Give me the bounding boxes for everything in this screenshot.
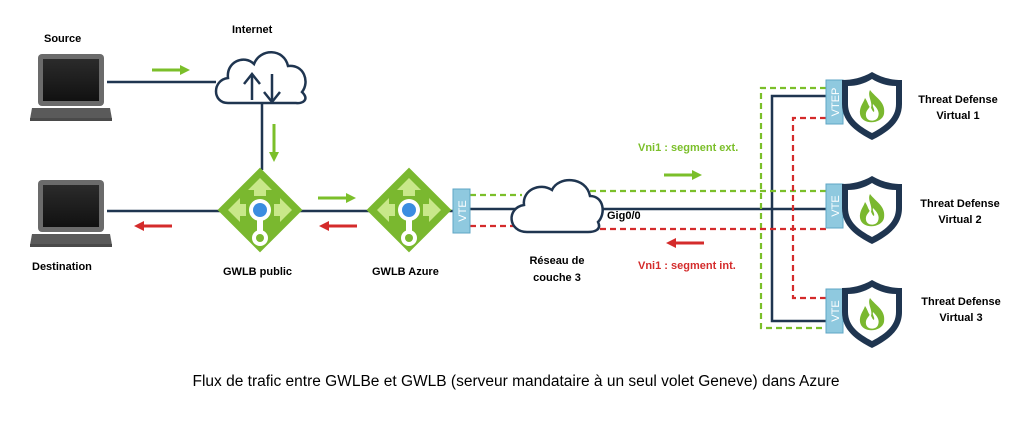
internet-label: Internet <box>232 24 273 36</box>
vtep-1-label: VTEP <box>830 88 842 117</box>
arrow-red-azure-to-public <box>317 219 359 233</box>
arrow-green-internet-down <box>267 122 281 164</box>
td1-label-line1: Threat Defense <box>918 94 997 106</box>
vtep-box-1: VTEP <box>825 79 844 125</box>
td2-label-line1: Threat Defense <box>920 198 999 210</box>
reseau-label-line2: couche 3 <box>533 272 581 284</box>
threat-defense-1-shield-icon <box>842 72 902 140</box>
gwlb-public-load-balancer-icon <box>217 167 303 253</box>
source-label: Source <box>44 33 81 45</box>
ext-segment-path <box>470 86 826 330</box>
arrow-red-from-tdv <box>664 236 706 250</box>
gig-label: Gig0/0 <box>607 210 641 222</box>
td1-label-line2: Virtual 1 <box>936 110 979 122</box>
reseau-label-line1: Réseau de <box>529 255 584 267</box>
vte-box-3: VTE <box>825 288 844 334</box>
cloud-upload-download-icon <box>214 51 307 105</box>
threat-defense-2-shield-icon <box>842 176 902 244</box>
td3-label-line2: Virtual 3 <box>939 312 982 324</box>
td2-label-line2: Virtual 2 <box>938 214 981 226</box>
destination-laptop-icon <box>30 180 112 247</box>
source-laptop-icon <box>30 54 112 121</box>
arrow-green-public-to-azure <box>316 191 358 205</box>
gwlb-public-label: GWLB public <box>223 266 292 278</box>
gwlb-azure-load-balancer-icon <box>366 167 452 253</box>
diagram-caption: Flux de trafic entre GWLBe et GWLB (serv… <box>193 373 840 390</box>
vte-2-label: VTE <box>830 195 842 216</box>
vte-box-2: VTE <box>825 183 844 229</box>
vte-3-label: VTE <box>830 300 842 321</box>
connector-lines <box>107 80 826 323</box>
vte-left-label: VTE <box>457 200 469 221</box>
td3-label-line1: Threat Defense <box>921 296 1000 308</box>
arrow-green-source-to-internet <box>150 63 192 77</box>
threat-defense-3-shield-icon <box>842 280 902 348</box>
arrow-green-to-tdv <box>662 168 704 182</box>
gwlb-azure-label: GWLB Azure <box>372 266 439 278</box>
destination-label: Destination <box>32 261 92 273</box>
cloud-icon <box>510 179 604 234</box>
vte-left-box: VTE <box>452 188 471 234</box>
vni-int-label: Vni1 : segment int. <box>638 260 736 272</box>
vni-ext-label: Vni1 : segment ext. <box>638 142 738 154</box>
arrow-red-to-destination <box>132 219 174 233</box>
